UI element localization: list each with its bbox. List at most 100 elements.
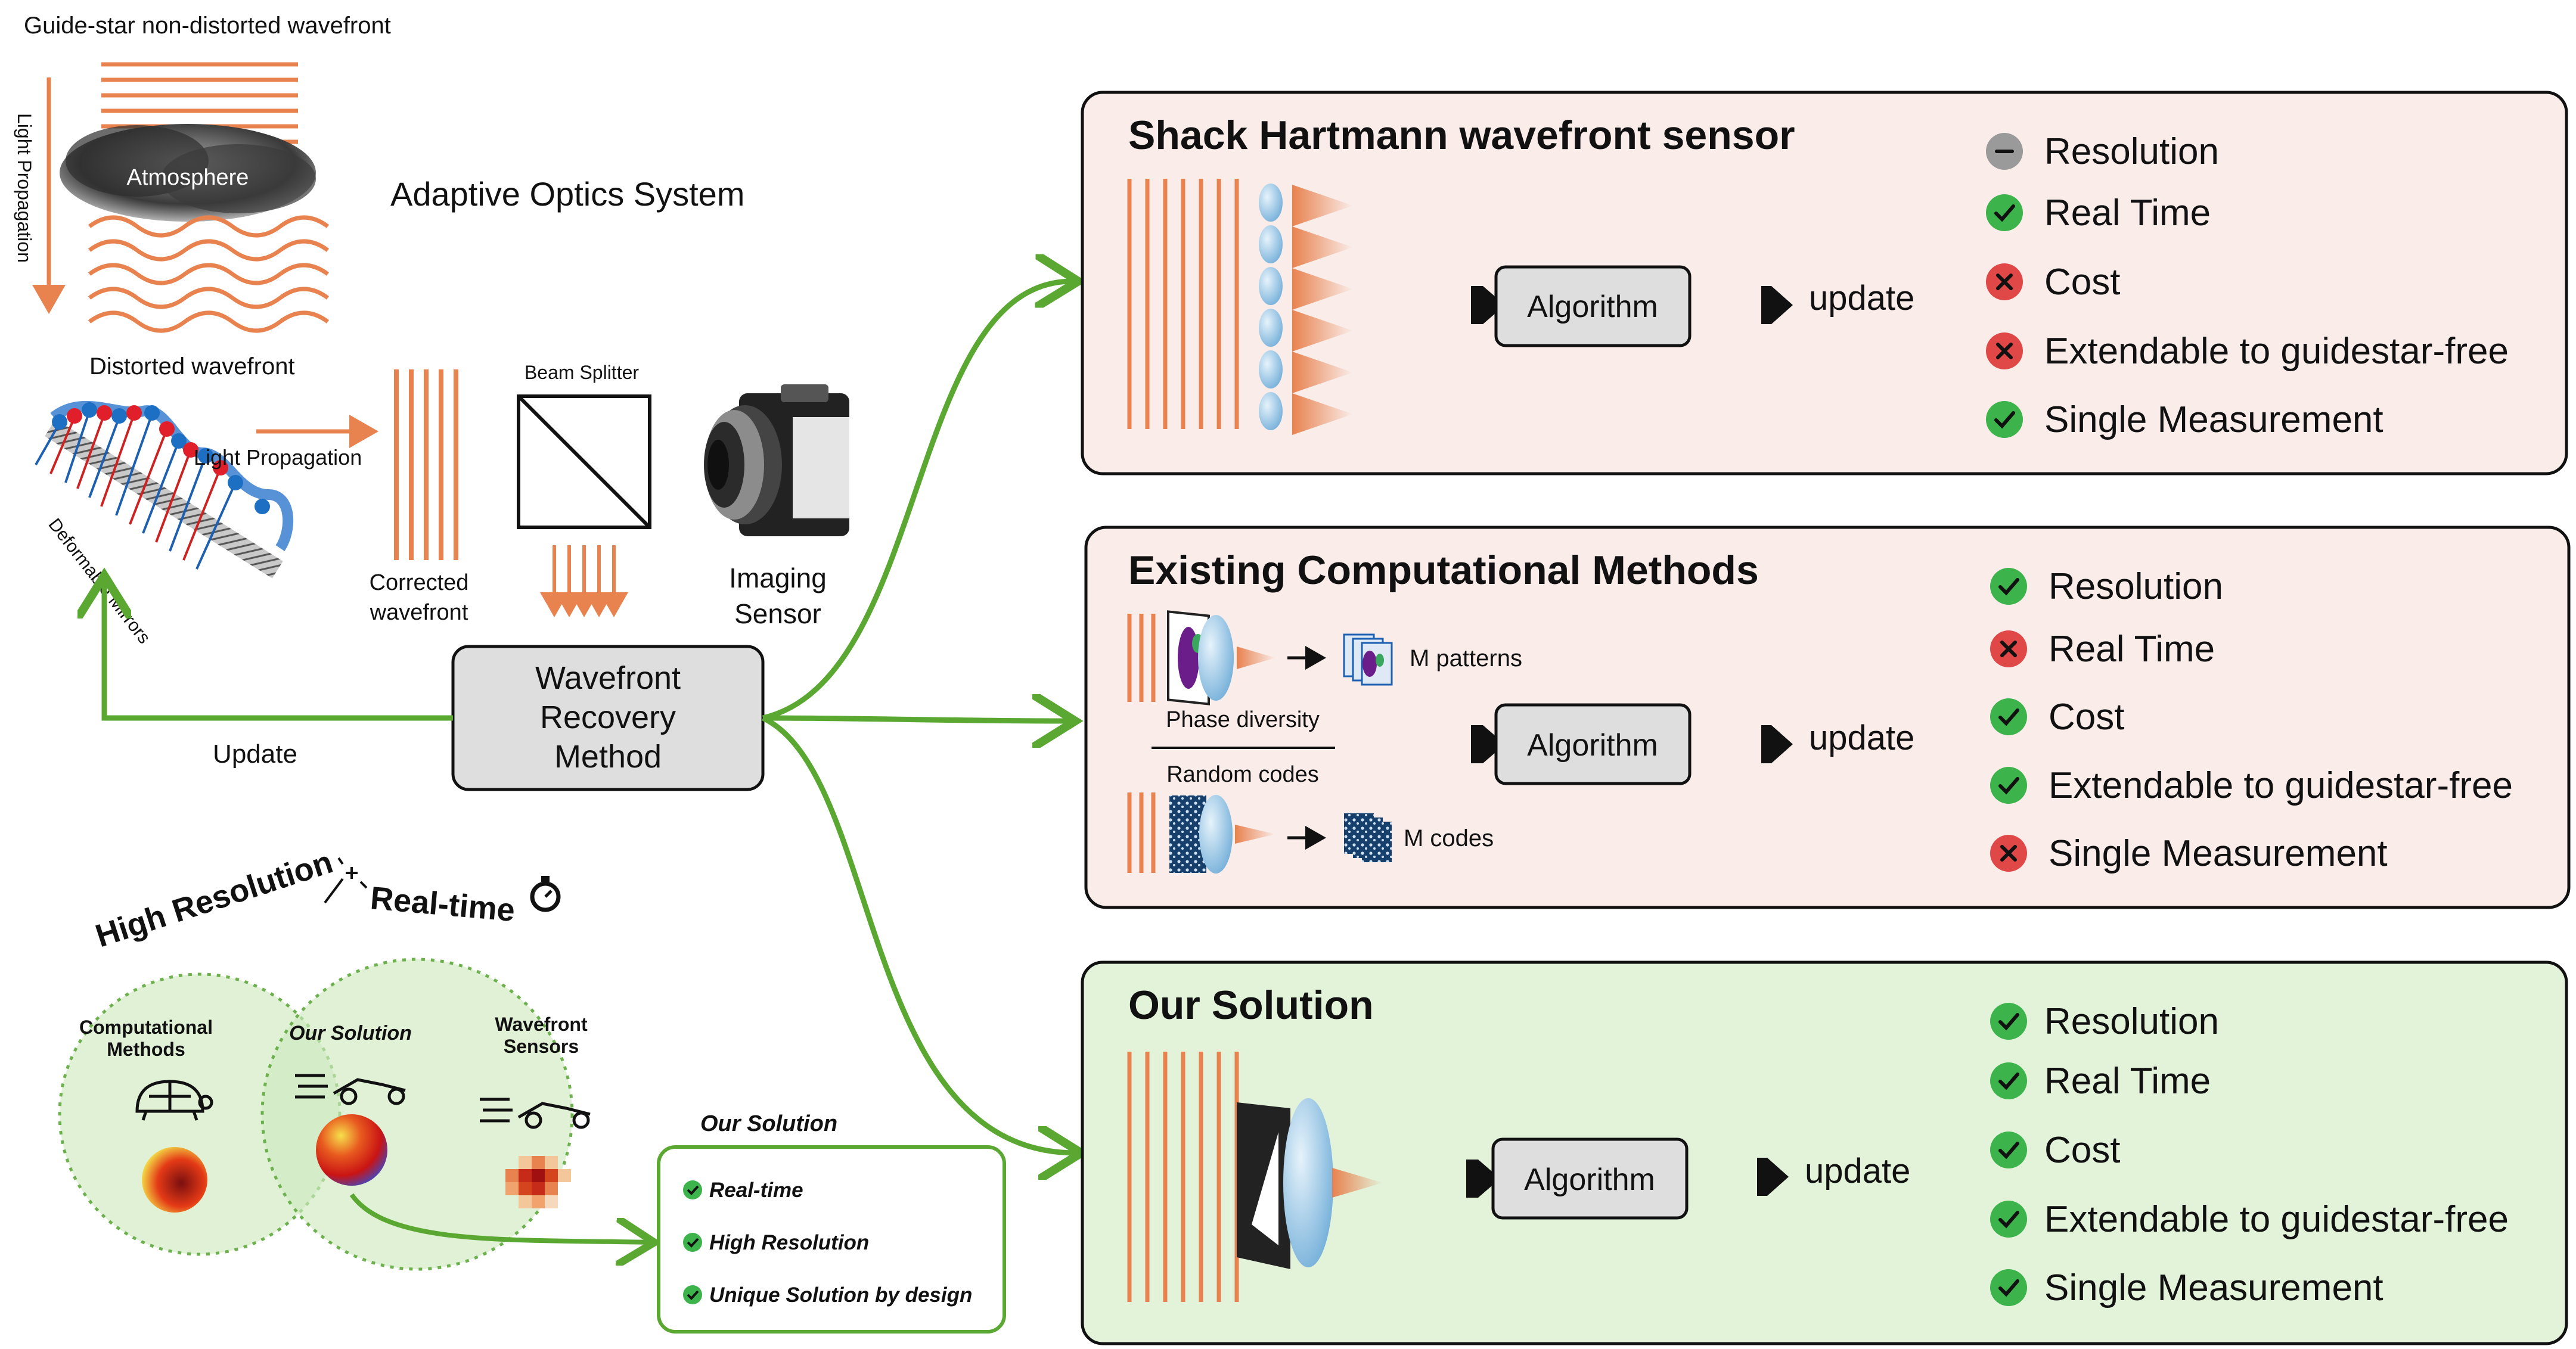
random-codes-setup: M codes — [1127, 792, 1494, 874]
real-time-label: Real-time — [369, 880, 516, 928]
race-car-icon — [295, 1074, 406, 1105]
phase-map-computational — [142, 1147, 207, 1213]
update-label: update — [1809, 279, 1914, 318]
check-icon — [1986, 194, 2023, 231]
to-update-arrowhead — [1761, 725, 1793, 763]
feature-row: Extendable to guidestar-free — [1990, 1199, 2509, 1240]
minus-icon — [1986, 133, 2023, 170]
camera-icon — [704, 384, 849, 536]
panel-our-solution: Our Solution Algorithm update Resolution… — [1081, 961, 2568, 1345]
feature-label: Extendable to guidestar-free — [2044, 1199, 2509, 1240]
light-propagation-vertical-label: Light Propagation — [14, 113, 35, 263]
feature-label: Single Measurement — [2044, 399, 2383, 440]
feature-row: Single Measurement — [1990, 833, 2388, 874]
to-update-arrowhead — [1761, 286, 1793, 324]
deformable-mirrors-label: Deformable Mirrors — [44, 515, 154, 648]
check-icon — [1990, 1201, 2027, 1238]
feature-label: Real Time — [2049, 629, 2215, 670]
light-propagation-label: Light Propagation — [194, 445, 362, 470]
to-algorithm-arrowhead — [1471, 725, 1505, 763]
panel-existing-computational: Existing Computational Methods M pattern… — [1084, 526, 2571, 909]
stopwatch-icon — [530, 876, 561, 912]
summary-item-label: Unique Solution by design — [709, 1283, 972, 1307]
corrected-label-2: wavefront — [370, 600, 468, 625]
feature-row: Real Time — [1986, 192, 2211, 234]
feature-row: Real Time — [1990, 1061, 2211, 1102]
feature-label: Single Measurement — [2049, 833, 2388, 874]
check-icon — [1990, 1062, 2027, 1099]
feature-row: Cost — [1990, 697, 2124, 738]
feature-label: Resolution — [2044, 131, 2219, 172]
m-codes-label: M codes — [1404, 825, 1494, 851]
cross-icon — [1986, 332, 2023, 369]
cross-icon — [1990, 630, 2027, 667]
update-feedback-arrow — [104, 581, 453, 721]
deformable-mirror: Deformable Mirrors — [35, 400, 294, 648]
venn-circle-real-time — [260, 958, 574, 1271]
check-icon — [683, 1233, 702, 1252]
m-patterns-label: M patterns — [1410, 645, 1522, 672]
our-wavefront-lines — [1127, 1052, 1239, 1302]
feature-row: Cost — [1986, 262, 2120, 303]
distorted-wavefront-lines — [88, 215, 330, 333]
cross-icon — [1986, 263, 2023, 300]
feature-row: Resolution — [1990, 566, 2223, 607]
check-icon — [1990, 1132, 2027, 1168]
mask-and-lens — [1237, 1098, 1383, 1269]
magic-wand-icon — [324, 857, 368, 904]
algorithm-box — [1491, 1137, 1689, 1220]
guide-star-label: Guide-star non-distorted wavefront — [24, 13, 391, 39]
check-icon — [1990, 767, 2027, 804]
feature-label: Resolution — [2049, 566, 2223, 607]
recovery-label-1: Wavefront — [535, 660, 681, 696]
check-icon — [1990, 568, 2027, 605]
summary-item: Real-time — [683, 1179, 803, 1202]
feature-row: Real Time — [1990, 629, 2215, 670]
feature-label: Extendable to guidestar-free — [2049, 765, 2513, 806]
random-codes-label: Random codes — [1166, 762, 1319, 787]
computational-methods-label-1: Computational — [79, 1017, 213, 1038]
venn-to-our-box-arrow — [349, 1193, 650, 1242]
imaging-label-2: Sensor — [734, 598, 821, 629]
venn-diagram: High Resolution Real-time Computational … — [58, 844, 650, 1271]
feature-row: Extendable to guidestar-free — [1986, 331, 2509, 372]
imaging-label-1: Imaging — [729, 562, 827, 593]
focused-spots — [1292, 185, 1353, 435]
feature-label: Cost — [2044, 262, 2120, 303]
feature-label: Real Time — [2044, 192, 2211, 234]
summary-item: Unique Solution by design — [683, 1283, 972, 1307]
lenslet-array — [1259, 184, 1283, 430]
summary-item-label: Real-time — [709, 1179, 803, 1202]
algorithm-label: Algorithm — [1527, 728, 1658, 763]
to-algorithm-arrowhead — [1466, 1160, 1500, 1198]
summary-item: High Resolution — [683, 1231, 869, 1254]
feature-label: Cost — [2049, 697, 2124, 738]
feature-label: Real Time — [2044, 1061, 2211, 1102]
update-label: update — [1809, 719, 1914, 757]
beam-splitter-label: Beam Splitter — [524, 362, 639, 383]
split-beam-arrows — [540, 545, 628, 617]
atmosphere-label: Atmosphere — [127, 165, 249, 190]
feature-label: Resolution — [2044, 1001, 2219, 1042]
panel-title: Shack Hartmann wavefront sensor — [1128, 113, 1795, 158]
corrected-wavefront-lines — [394, 369, 458, 560]
feature-row: Single Measurement — [1990, 1267, 2383, 1308]
feature-row: Single Measurement — [1986, 399, 2383, 440]
phase-map-sensors-pixelated — [505, 1156, 571, 1208]
feature-row: Resolution — [1986, 131, 2219, 172]
adaptive-optics-title: Adaptive Optics System — [390, 175, 744, 213]
corrected-label-1: Corrected — [370, 570, 469, 595]
check-icon — [1990, 698, 2027, 735]
feature-row: Resolution — [1990, 1001, 2219, 1042]
algorithm-label: Algorithm — [1527, 290, 1658, 324]
shack-wavefront-lines — [1127, 179, 1239, 429]
check-icon — [1990, 1269, 2027, 1306]
algorithm-box — [1494, 265, 1692, 347]
phase-diversity-setup: M patterns — [1127, 610, 1522, 705]
check-icon — [1986, 401, 2023, 438]
panel-shack-hartmann: Shack Hartmann wavefront sensor — [1081, 91, 2568, 475]
connector-arrows — [762, 281, 1076, 1153]
our-solution-venn-label: Our Solution — [289, 1022, 412, 1045]
recovery-label-2: Recovery — [540, 700, 676, 735]
